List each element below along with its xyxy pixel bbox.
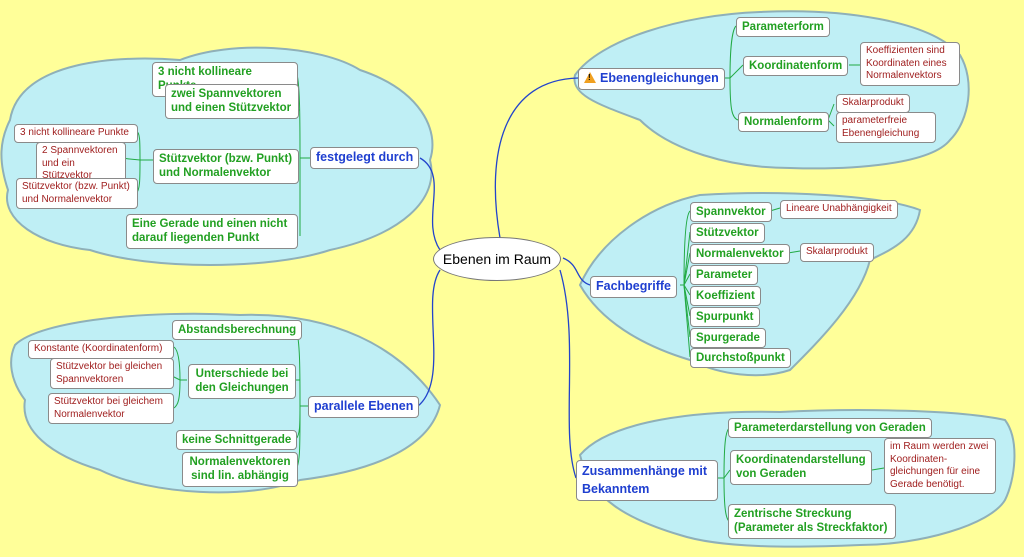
- subtopic-spurpunkt[interactable]: Spurpunkt: [690, 307, 760, 328]
- note-gleiche-spannvektoren[interactable]: Stützvektor bei gleichen Spannvektoren: [50, 358, 174, 389]
- note-koeffizienten[interactable]: Koeffizienten sind Koordinaten eines Nor…: [860, 42, 960, 86]
- note-konstante[interactable]: Konstante (Koordinatenform): [28, 340, 174, 359]
- central-topic[interactable]: Ebenen im Raum: [433, 237, 561, 281]
- subtopic-stuetz-normalen[interactable]: Stützvektor (bzw. Punkt) und Normalenvek…: [153, 149, 299, 184]
- note-parameterfrei[interactable]: parameterfreie Ebenengleichung: [836, 112, 936, 143]
- subtopic-spannvektor[interactable]: Spannvektor: [690, 202, 772, 223]
- topic-festgelegt-durch[interactable]: festgelegt durch: [310, 147, 420, 169]
- subtopic-koeffizient[interactable]: Koeffizient: [690, 286, 761, 307]
- subtopic-gerade-punkt[interactable]: Eine Gerade und einen nicht darauf liege…: [126, 214, 298, 249]
- subtopic-parameter[interactable]: Parameter: [690, 265, 759, 286]
- subtopic-keine-schnittgerade[interactable]: keine Schnittgerade: [176, 430, 298, 451]
- subtopic-parameterdarstellung[interactable]: Parameterdarstellung von Geraden: [728, 418, 932, 439]
- topic-ebenengleichungen-label: Ebenengleichungen: [600, 71, 719, 85]
- subtopic-spurgerade[interactable]: Spurgerade: [690, 328, 766, 349]
- subtopic-normalenvektor[interactable]: Normalenvektor: [690, 244, 790, 265]
- subtopic-durchstosspunkt[interactable]: Durchstoßpunkt: [690, 348, 791, 369]
- note-stuetz-normalen[interactable]: Stützvektor (bzw. Punkt) und Normalenvek…: [16, 178, 138, 209]
- subtopic-normalenform[interactable]: Normalenform: [738, 112, 829, 133]
- note-drei-punkte[interactable]: 3 nicht kollineare Punkte: [14, 124, 138, 143]
- subtopic-abstandsberechnung[interactable]: Abstandsberechnung: [172, 320, 303, 341]
- note-gleicher-normalenvektor[interactable]: Stützvektor bei gleichem Normalenvektor: [48, 393, 174, 424]
- topic-ebenengleichungen[interactable]: Ebenengleichungen: [578, 68, 725, 90]
- subtopic-normalenvektoren-abhaengig[interactable]: Normalenvektoren sind lin. abhängig: [182, 452, 298, 487]
- subtopic-koordinatenform[interactable]: Koordinatenform: [743, 56, 849, 77]
- subtopic-unterschiede[interactable]: Unterschiede bei den Gleichungen: [188, 364, 296, 399]
- topic-zusammenhaenge[interactable]: Zusammenhänge mit Bekanntem: [576, 460, 718, 501]
- subtopic-zentrische-streckung[interactable]: Zentrische Streckung (Parameter als Stre…: [728, 504, 896, 539]
- subtopic-stuetzvektor[interactable]: Stützvektor: [690, 223, 765, 244]
- subtopic-parameterform[interactable]: Parameterform: [736, 17, 830, 38]
- note-skalarprodukt-fach[interactable]: Skalarprodukt: [800, 243, 874, 262]
- note-koordinatengleichungen[interactable]: im Raum werden zwei Koordinaten-gleichun…: [884, 438, 996, 494]
- topic-fachbegriffe[interactable]: Fachbegriffe: [590, 276, 678, 298]
- note-skalarprodukt-normalenform[interactable]: Skalarprodukt: [836, 94, 910, 113]
- branch-lines: [417, 77, 591, 479]
- warning-icon: [584, 72, 596, 83]
- subtopic-spannvektoren[interactable]: zwei Spannvektoren und einen Stützvektor: [165, 84, 299, 119]
- subtopic-koordinatendarstellung[interactable]: Koordinatendarstellung von Geraden: [730, 450, 872, 485]
- note-lineare-unabhaengigkeit[interactable]: Lineare Unabhängigkeit: [780, 200, 898, 219]
- topic-parallele-ebenen[interactable]: parallele Ebenen: [308, 396, 420, 418]
